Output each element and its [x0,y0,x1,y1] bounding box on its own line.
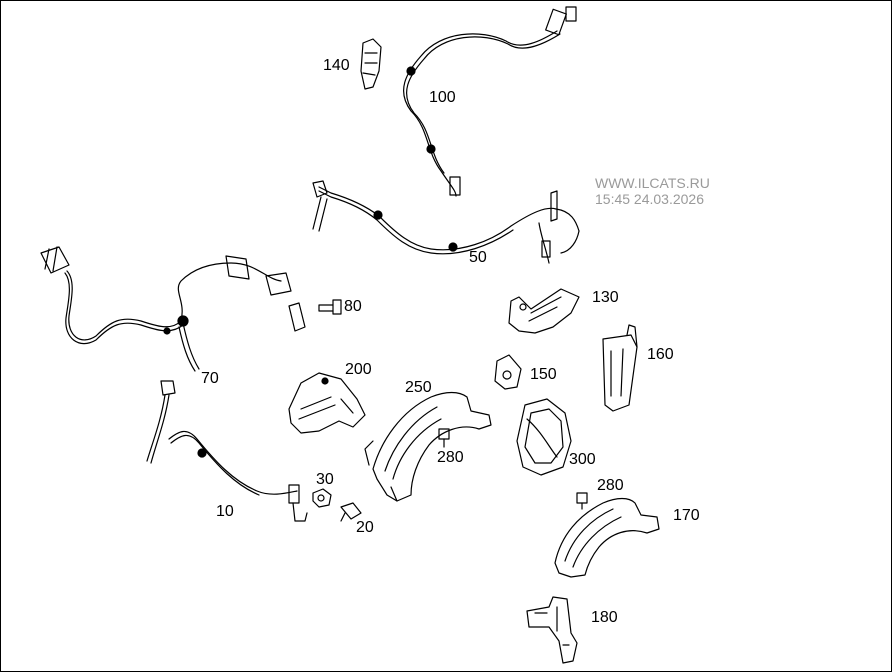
callout-170[interactable]: 170 [673,507,700,524]
part-180-bracket[interactable] [526,596,578,664]
part-50-cable[interactable] [312,180,580,264]
callout-130[interactable]: 130 [592,289,619,306]
callout-140[interactable]: 140 [323,57,350,74]
part-160-rail[interactable] [602,324,638,412]
callout-20[interactable]: 20 [356,519,374,536]
part-200-module[interactable] [288,372,366,434]
callout-150[interactable]: 150 [530,366,557,383]
part-20-clip[interactable] [340,502,362,522]
watermark-timestamp: 15:45 24.03.2026 [595,191,704,207]
callout-10[interactable]: 10 [216,503,234,520]
callout-50[interactable]: 50 [469,249,487,266]
callout-280[interactable]: 280 [437,449,464,466]
callout-200[interactable]: 200 [345,361,372,378]
part-170-cover[interactable] [554,497,660,578]
callout-30[interactable]: 30 [316,471,334,488]
callout-250[interactable]: 250 [405,379,432,396]
part-130-bracket[interactable] [508,288,580,334]
callout-180[interactable]: 180 [591,609,618,626]
callout-70[interactable]: 70 [201,370,219,387]
callout-300[interactable]: 300 [569,451,596,468]
part-100-cable[interactable] [402,6,577,197]
part-150-sensor[interactable] [494,354,522,390]
part-80-bolt[interactable] [318,299,342,315]
callout-280-lower[interactable]: 280 [597,477,624,494]
part-140-bracket[interactable] [360,38,382,90]
callout-160[interactable]: 160 [647,346,674,363]
callout-100[interactable]: 100 [429,89,456,106]
callout-80[interactable]: 80 [344,298,362,315]
part-280-bolt[interactable] [438,428,450,448]
watermark-site: WWW.ILCATS.RU [595,175,710,191]
part-70-cable[interactable] [40,246,306,372]
part-30-nut[interactable] [312,488,332,508]
watermark: WWW.ILCATS.RU 15:45 24.03.2026 [595,175,710,207]
part-10-cable[interactable] [146,380,308,522]
part-280-bolt-lower[interactable] [576,492,588,510]
part-250-cover[interactable] [364,391,492,502]
part-300-housing[interactable] [516,398,572,476]
